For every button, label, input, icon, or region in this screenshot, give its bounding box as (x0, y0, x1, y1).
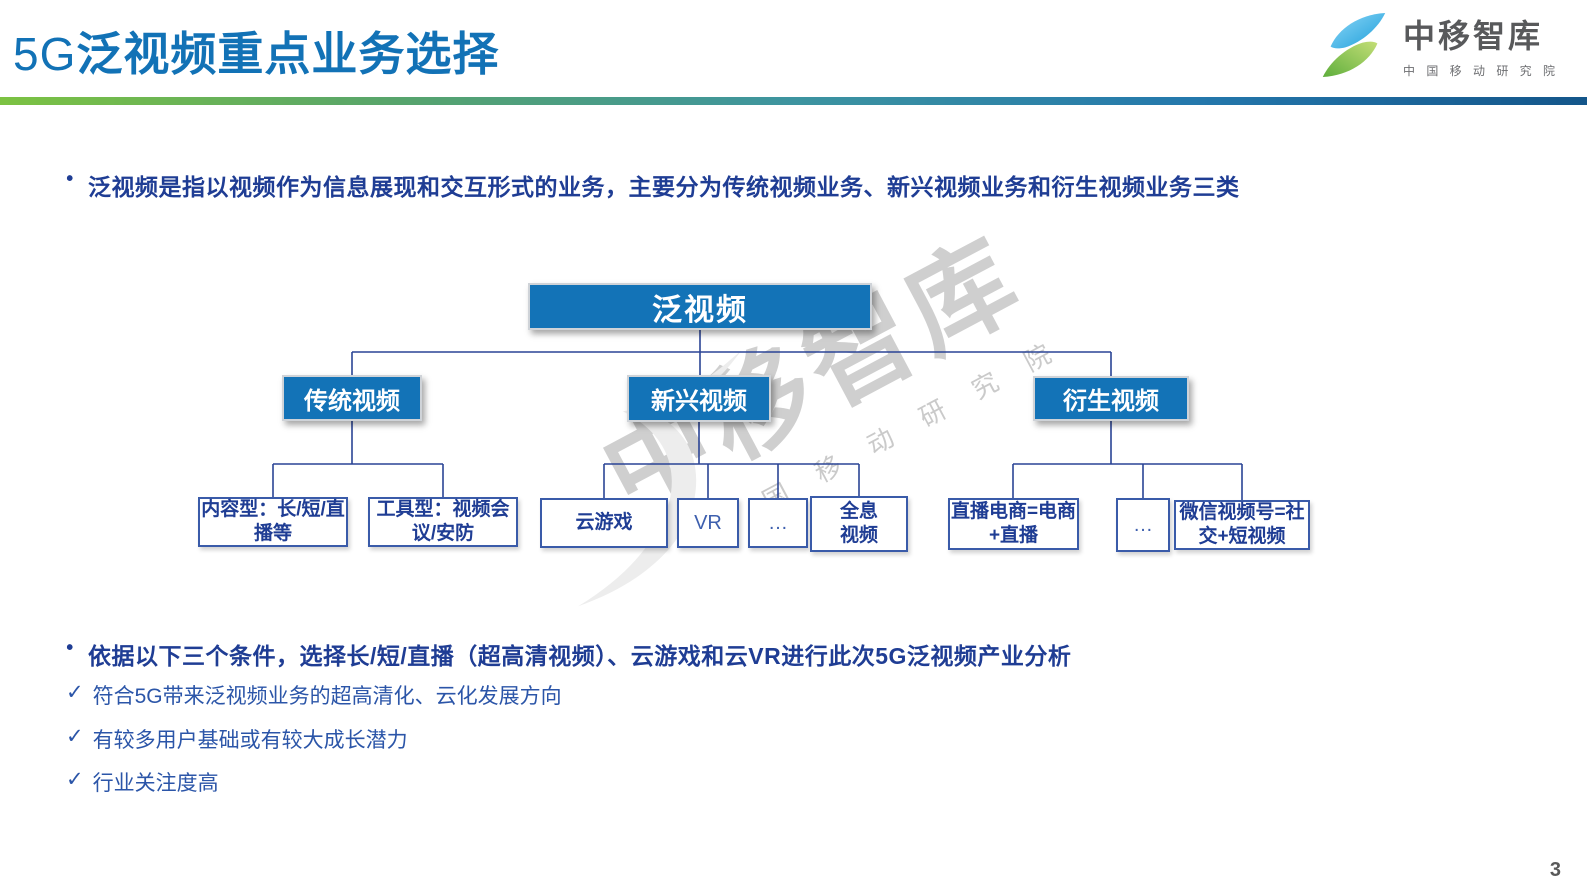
page-title-main: 泛视频重点业务选择 (76, 28, 500, 80)
tree-node-root: 泛视频 (528, 283, 872, 330)
tree-leaf-live-ecommerce: 直播电商=电商+直播 (948, 498, 1079, 550)
check-icon: ✓ (66, 768, 84, 791)
brand-logo-text: 中移智库 中 国 移 动 研 究 院 (1403, 11, 1559, 79)
tree-leaf-wechat-channels: 微信视频号=社交+短视频 (1174, 500, 1310, 550)
bullet-dot: • (66, 637, 74, 659)
page-title-prefix: 5G (13, 28, 77, 80)
tree-node-traditional-video: 传统视频 (282, 375, 422, 421)
page-title: 5G泛视频重点业务选择 (13, 18, 499, 84)
check-icon: ✓ (66, 681, 84, 704)
bullet-selection-text: 依据以下三个条件，选择长/短/直播（超高清视频）、云游戏和云VR进行此次5G泛视… (88, 643, 1072, 669)
brand-logo: 中移智库 中 国 移 动 研 究 院 (1315, 6, 1559, 84)
bullet-selection: • 依据以下三个条件，选择长/短/直播（超高清视频）、云游戏和云VR进行此次5G… (52, 637, 1502, 671)
check-item-uhd-cloud: ✓ 符合5G带来泛视频业务的超高清化、云化发展方向 (66, 680, 562, 710)
brand-swoosh-icon (1322, 13, 1386, 77)
tree-leaf-ellipsis-derived: … (1116, 498, 1170, 552)
brand-logo-name: 中移智库 (1402, 18, 1543, 54)
check-item-text: 符合5G带来泛视频业务的超高清化、云化发展方向 (92, 685, 562, 708)
bullet-definition-text: 泛视频是指以视频作为信息展现和交互形式的业务，主要分为传统视频业务、新兴视频业务… (88, 174, 1240, 200)
check-item-text: 行业关注度高 (92, 772, 219, 795)
tree-node-derived-video: 衍生视频 (1033, 376, 1189, 421)
page-number: 3 (1549, 859, 1561, 881)
tree-leaf-ellipsis-emerging: … (748, 498, 808, 548)
check-item-industry-attention: ✓ 行业关注度高 (66, 767, 219, 797)
brand-logo-subtitle: 中 国 移 动 研 究 院 (1402, 64, 1559, 78)
check-item-text: 有较多用户基础或有较大成长潜力 (92, 729, 408, 752)
tree-leaf-holographic-video: 全息视频 (810, 496, 908, 552)
bullet-dot: • (66, 168, 74, 190)
tree-leaf-content-type: 内容型：长/短/直播等 (198, 497, 348, 547)
check-item-user-base: ✓ 有较多用户基础或有较大成长潜力 (66, 724, 408, 754)
tree-leaf-vr: VR (677, 498, 739, 548)
tree-node-emerging-video: 新兴视频 (627, 375, 771, 422)
check-icon: ✓ (66, 725, 84, 748)
tree-leaf-cloud-gaming: 云游戏 (540, 498, 668, 548)
tree-leaf-tool-type: 工具型：视频会议/安防 (368, 497, 518, 547)
accent-divider-bar (0, 97, 1587, 105)
bullet-definition: • 泛视频是指以视频作为信息展现和交互形式的业务，主要分为传统视频业务、新兴视频… (52, 168, 1502, 202)
